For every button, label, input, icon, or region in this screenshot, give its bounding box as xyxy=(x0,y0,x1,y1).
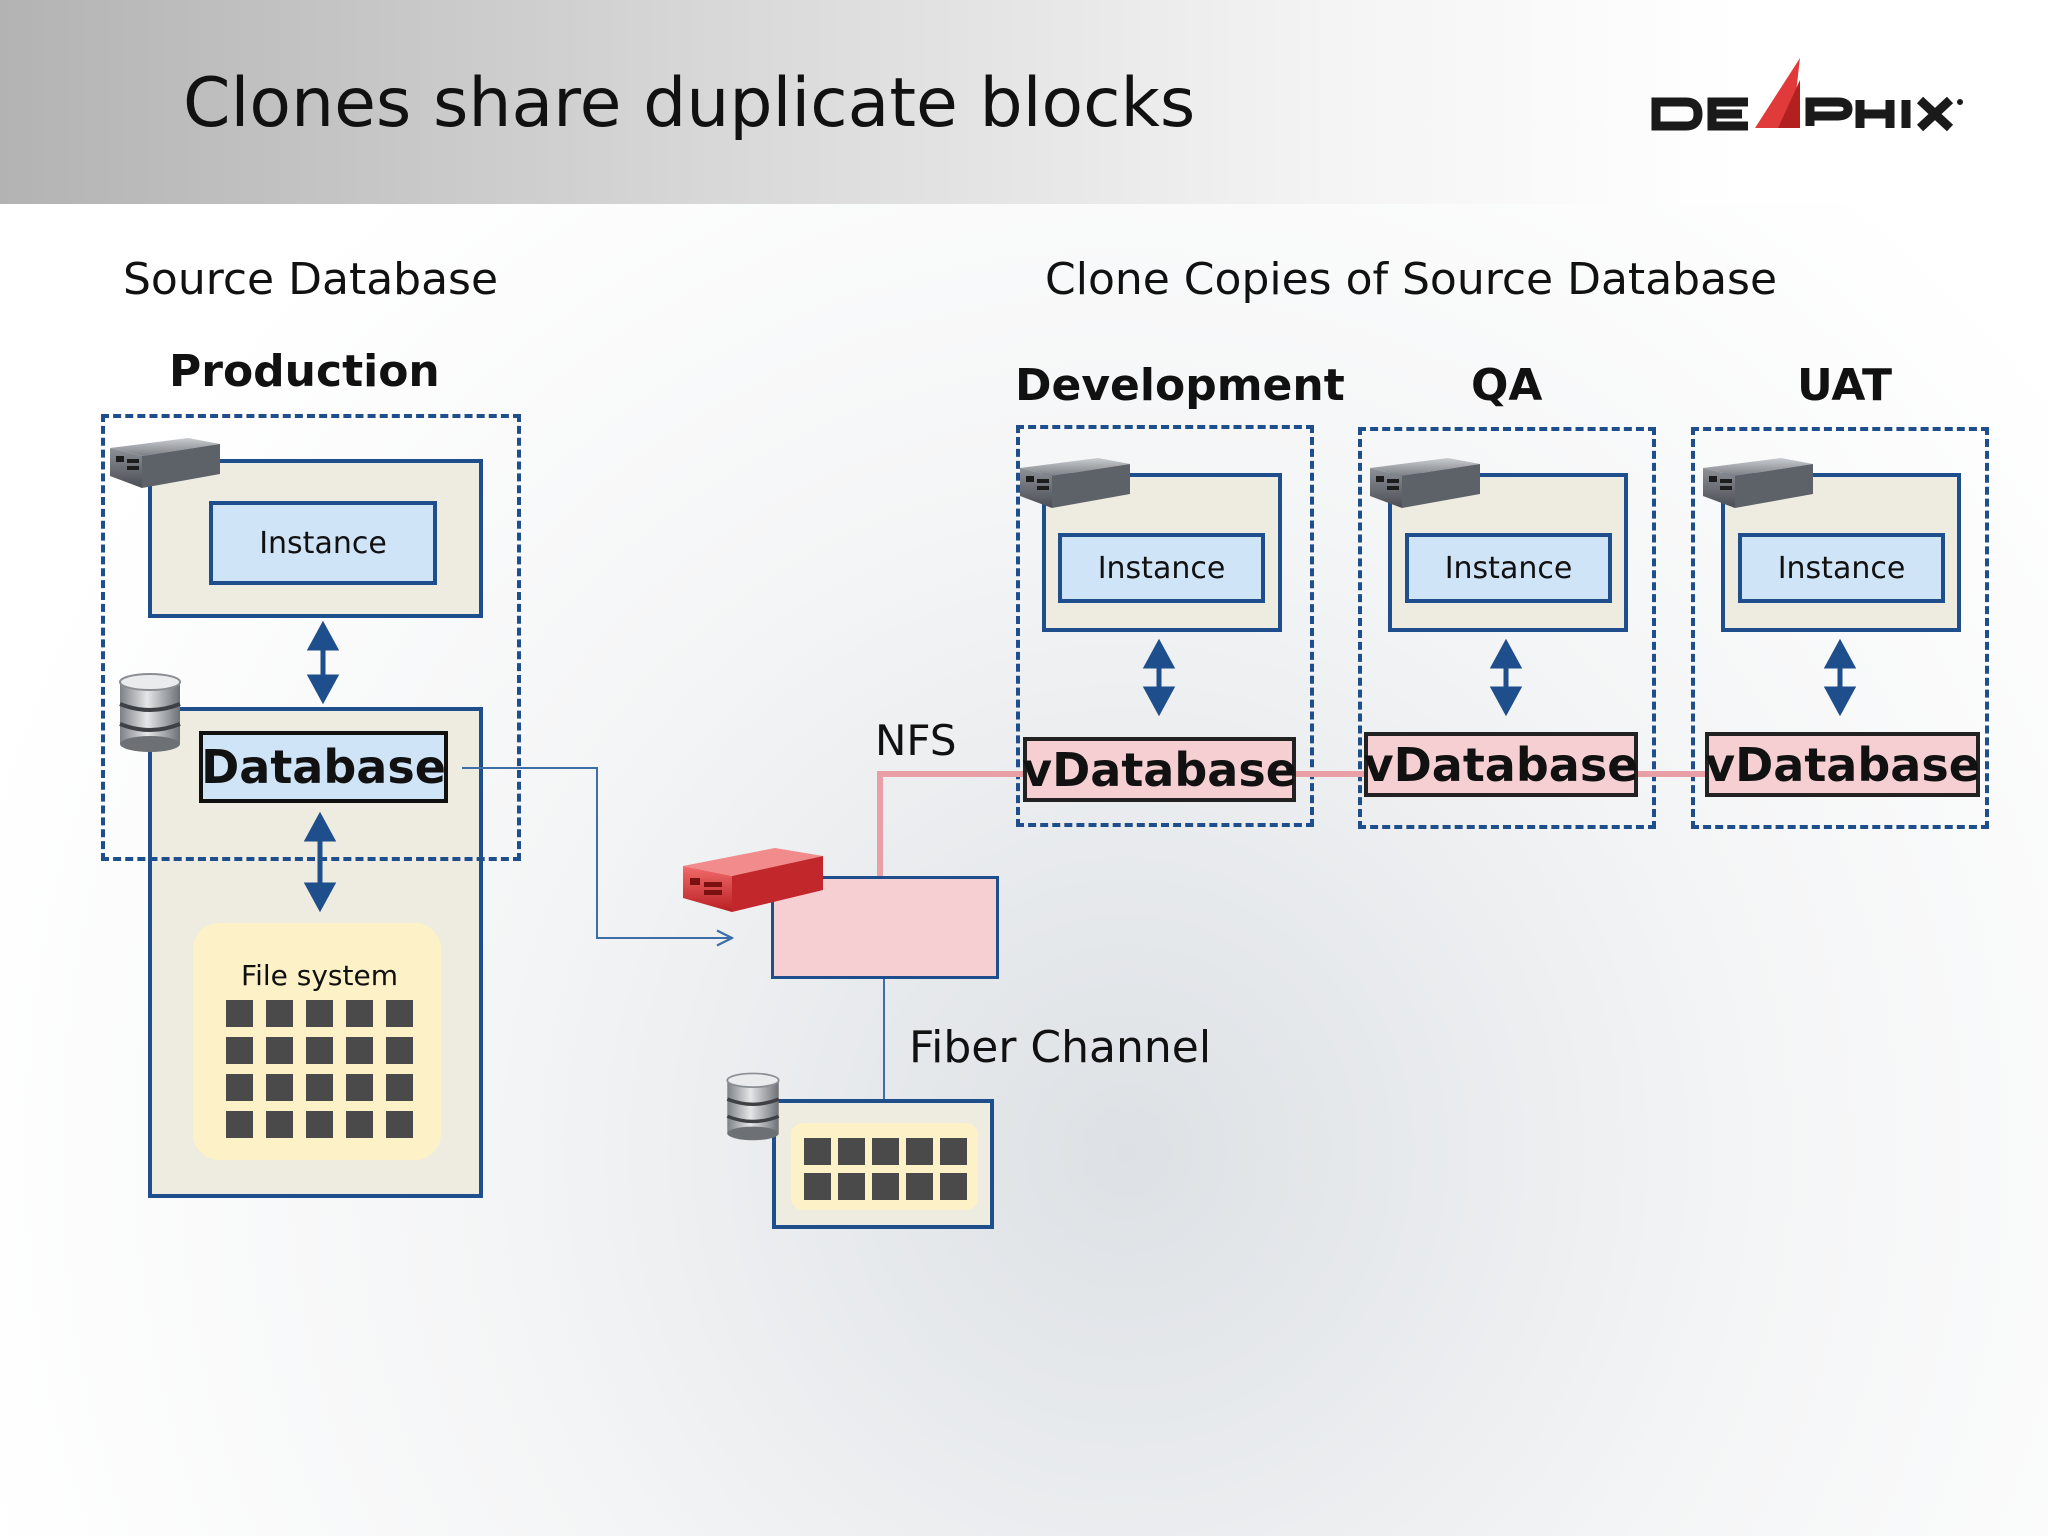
fiber-channel-label: Fiber Channel xyxy=(909,1022,1212,1073)
storage-block xyxy=(838,1173,865,1200)
double-arrow-icon xyxy=(306,620,340,705)
storage-block xyxy=(872,1138,899,1165)
storage-block xyxy=(226,1074,253,1101)
server-icon xyxy=(1370,458,1480,508)
storage-block xyxy=(306,1111,333,1138)
storage-block xyxy=(266,1074,293,1101)
database-icon xyxy=(118,672,182,752)
storage-block xyxy=(872,1173,899,1200)
storage-block xyxy=(386,1111,413,1138)
storage-block xyxy=(226,1111,253,1138)
storage-block xyxy=(266,1000,293,1027)
nfs-label: NFS xyxy=(875,716,957,765)
storage-block xyxy=(940,1138,967,1165)
storage-block xyxy=(386,1074,413,1101)
development-dashed-boundary xyxy=(1016,425,1314,827)
database-icon xyxy=(725,1071,781,1142)
uat-dashed-boundary xyxy=(1691,427,1989,829)
storage-block xyxy=(346,1111,373,1138)
source-section-label: Source Database xyxy=(123,254,499,305)
storage-block xyxy=(804,1138,831,1165)
qa-dashed-boundary xyxy=(1358,427,1656,829)
storage-block xyxy=(226,1037,253,1064)
double-arrow-icon xyxy=(303,811,337,913)
nfs-lines xyxy=(877,771,1705,876)
qa-vdatabase-box: vDatabase xyxy=(1364,732,1638,797)
storage-block xyxy=(838,1138,865,1165)
production-instance-box: Instance xyxy=(209,501,437,585)
storage-block xyxy=(906,1138,933,1165)
storage-block xyxy=(940,1173,967,1200)
uat-vdatabase-box: vDatabase xyxy=(1705,732,1980,797)
double-arrow-icon xyxy=(1142,638,1176,717)
delphix-logo xyxy=(1651,58,1963,132)
server-icon xyxy=(110,438,220,488)
storage-block xyxy=(804,1173,831,1200)
slide-title: Clones share duplicate blocks xyxy=(183,64,1196,143)
storage-block xyxy=(386,1037,413,1064)
storage-block xyxy=(386,1000,413,1027)
clones-section-label: Clone Copies of Source Database xyxy=(1045,254,1778,305)
uat-instance-box: Instance xyxy=(1738,533,1945,603)
header-band xyxy=(0,0,2048,204)
replication-line xyxy=(462,767,732,938)
uat-label: UAT xyxy=(1797,360,1893,411)
double-arrow-icon xyxy=(1489,638,1523,717)
storage-block xyxy=(346,1074,373,1101)
server-icon xyxy=(1020,458,1130,508)
development-instance-box: Instance xyxy=(1058,533,1265,603)
storage-block xyxy=(306,1074,333,1101)
qa-label: QA xyxy=(1471,360,1543,411)
storage-block xyxy=(906,1173,933,1200)
storage-block xyxy=(226,1000,253,1027)
storage-block xyxy=(306,1037,333,1064)
production-dashed-boundary xyxy=(101,414,521,861)
delphix-engine-icon xyxy=(683,848,823,912)
storage-block xyxy=(306,1000,333,1027)
double-arrows xyxy=(303,620,1857,913)
development-label: Development xyxy=(1015,360,1345,411)
storage-block xyxy=(346,1000,373,1027)
storage-block xyxy=(266,1111,293,1138)
development-vdatabase-box: vDatabase xyxy=(1022,737,1297,802)
qa-instance-box: Instance xyxy=(1405,533,1612,603)
filesystem-label: File system xyxy=(241,959,398,992)
storage-block xyxy=(346,1037,373,1064)
production-label: Production xyxy=(169,346,440,397)
production-database-box: Database xyxy=(199,731,448,803)
double-arrow-icon xyxy=(1823,638,1857,717)
storage-block xyxy=(266,1037,293,1064)
server-icon xyxy=(1703,458,1813,508)
